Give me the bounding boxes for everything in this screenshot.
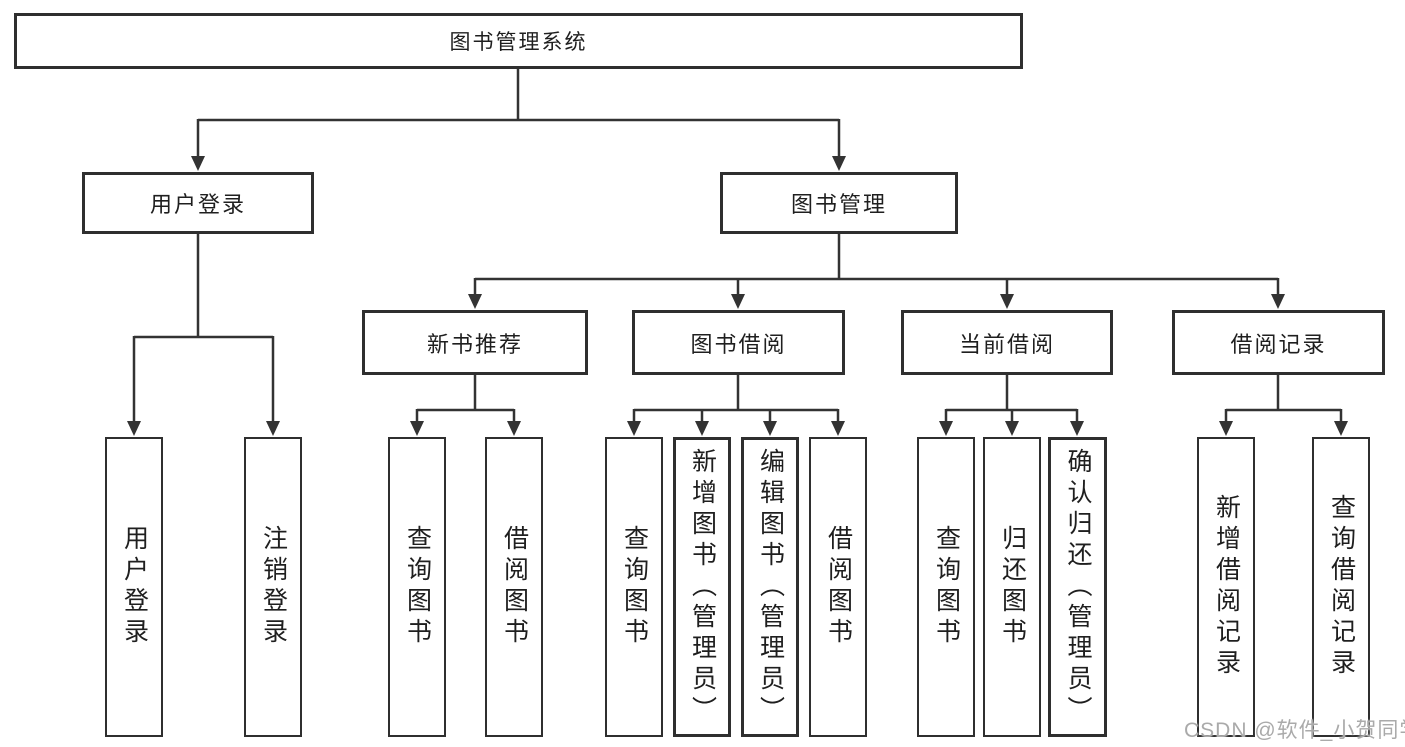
node-label: 当前借阅 (958, 331, 1055, 357)
leaf-add-borrow-record: 新增借阅记录 (1197, 437, 1255, 737)
leaf-label: 查询图书 (932, 525, 961, 649)
leaf-borrow-books-recommend: 借阅图书 (485, 437, 543, 737)
leaf-query-books-recommend: 查询图书 (388, 437, 446, 737)
leaf-label: 确认归还（管理员） (1064, 447, 1092, 727)
edges-current-borrowing-to-leaves (939, 375, 1084, 436)
node-book-management: 图书管理 (720, 172, 958, 234)
node-label: 图书管理 (790, 192, 887, 217)
leaf-logout: 注销登录 (244, 437, 302, 737)
edges-book-management-to-level3 (468, 234, 1285, 309)
node-book-borrowing: 图书借阅 (632, 310, 845, 375)
edges-root-to-level2 (191, 69, 846, 171)
leaf-edit-books-admin: 编辑图书（管理员） (741, 437, 799, 737)
leaf-label: 归还图书 (998, 525, 1027, 649)
node-label: 新书推荐 (426, 331, 523, 357)
leaf-query-books-current: 查询图书 (917, 437, 975, 737)
leaf-confirm-return-admin: 确认归还（管理员） (1048, 437, 1107, 737)
leaf-label: 编辑图书（管理员） (756, 447, 785, 727)
node-new-book-recommend: 新书推荐 (362, 310, 588, 375)
leaf-query-borrow-record: 查询借阅记录 (1312, 437, 1370, 737)
leaf-label: 借阅图书 (500, 525, 529, 649)
leaf-label: 查询借阅记录 (1327, 494, 1356, 680)
leaf-borrow-books: 借阅图书 (809, 437, 867, 737)
edges-book-borrowing-to-leaves (627, 375, 845, 436)
leaf-add-books-admin: 新增图书（管理员） (673, 437, 731, 737)
node-label: 借阅记录 (1230, 331, 1327, 357)
leaf-label: 查询图书 (403, 525, 432, 649)
node-label: 图书管理系统 (449, 31, 588, 54)
leaf-query-books-borrow: 查询图书 (605, 437, 663, 737)
node-label: 用户登录 (149, 192, 246, 217)
csdn-watermark: CSDN @软件_小贺同学 (1184, 719, 1405, 742)
node-label: 图书借阅 (690, 331, 787, 357)
node-user-login: 用户登录 (82, 172, 314, 234)
node-current-borrowing: 当前借阅 (901, 310, 1113, 375)
edges-user-login-to-leaves (127, 234, 280, 436)
node-borrowing-records: 借阅记录 (1172, 310, 1385, 375)
leaf-return-books: 归还图书 (983, 437, 1041, 737)
node-library-management-system: 图书管理系统 (14, 13, 1023, 69)
leaf-label: 查询图书 (620, 525, 649, 649)
leaf-label: 注销登录 (259, 525, 288, 649)
leaf-label: 新增图书（管理员） (688, 447, 717, 727)
leaf-label: 借阅图书 (824, 525, 853, 649)
leaf-label: 用户登录 (120, 525, 149, 649)
leaf-user-login: 用户登录 (105, 437, 163, 737)
edges-borrowing-records-to-leaves (1219, 375, 1348, 436)
leaf-label: 新增借阅记录 (1212, 494, 1241, 680)
edges-new-book-recommend-to-leaves (410, 375, 521, 436)
